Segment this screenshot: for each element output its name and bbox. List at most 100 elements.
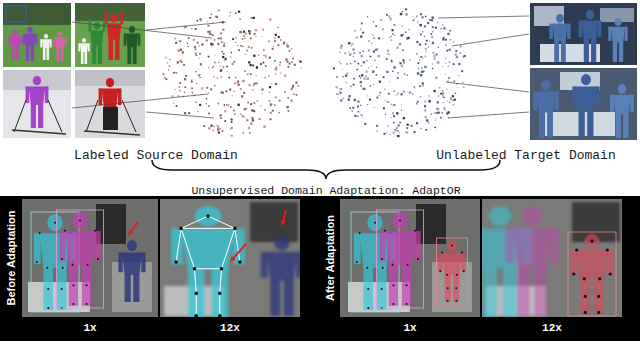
feature-point xyxy=(264,55,266,57)
person-figure xyxy=(608,18,627,62)
feature-point xyxy=(455,54,457,56)
illustration-shape xyxy=(89,20,92,31)
feature-point xyxy=(420,13,422,15)
feature-point xyxy=(424,25,426,27)
keypoint xyxy=(366,267,368,269)
feature-point xyxy=(229,88,231,90)
person-figure xyxy=(533,80,559,138)
feature-point xyxy=(352,107,353,108)
feature-point xyxy=(221,41,223,43)
feature-point xyxy=(184,78,186,80)
illustration-shape xyxy=(445,274,451,302)
feature-point xyxy=(433,52,435,54)
feature-point xyxy=(368,49,370,51)
illustration-shape xyxy=(108,39,113,60)
feature-point xyxy=(454,99,456,101)
target-people xyxy=(533,10,634,138)
feature-point xyxy=(397,72,398,73)
feature-point xyxy=(431,113,433,115)
feature-point xyxy=(228,77,230,79)
feature-point xyxy=(185,75,187,77)
feature-point xyxy=(235,77,236,78)
illustration-shape xyxy=(181,228,235,268)
feature-point xyxy=(355,30,357,32)
feature-point xyxy=(352,107,354,109)
feature-point xyxy=(213,66,214,67)
feature-point xyxy=(175,42,177,44)
feature-point xyxy=(438,47,439,48)
feature-point xyxy=(242,80,244,82)
illustration-shape xyxy=(138,34,141,46)
feature-point xyxy=(432,63,433,64)
zoom-label: 12x xyxy=(542,322,562,334)
feature-point xyxy=(270,104,272,106)
feature-point xyxy=(390,17,392,19)
illustration-shape xyxy=(577,250,608,279)
feature-point xyxy=(172,95,173,96)
feature-point xyxy=(424,36,425,37)
keypoint xyxy=(598,277,601,280)
feature-point xyxy=(442,66,443,67)
illustration-shape xyxy=(188,268,205,317)
keypoint xyxy=(86,284,88,286)
art-group xyxy=(12,76,66,134)
illustration-shape xyxy=(503,268,518,317)
feature-point xyxy=(353,49,355,51)
feature-point xyxy=(184,92,185,93)
illustration-shape xyxy=(598,20,602,37)
feature-point xyxy=(250,17,251,18)
feature-point xyxy=(447,80,449,82)
bounding-box xyxy=(568,232,616,316)
feature-point xyxy=(266,57,267,58)
person-figure xyxy=(8,30,21,60)
feature-point xyxy=(460,53,461,54)
illustration-shape xyxy=(65,37,67,47)
feature-point xyxy=(223,53,225,55)
illustration-shape xyxy=(127,240,137,251)
feature-point xyxy=(442,24,444,26)
feature-point xyxy=(361,74,363,76)
keypoint xyxy=(463,270,465,272)
feature-point xyxy=(284,75,286,77)
illustration-shape xyxy=(354,233,361,264)
feature-point xyxy=(354,115,356,117)
feature-point xyxy=(179,82,181,84)
feature-point xyxy=(278,36,280,38)
feature-point xyxy=(371,43,372,44)
feature-point xyxy=(377,97,379,99)
feature-point xyxy=(436,112,438,114)
art-group xyxy=(533,74,634,138)
feature-point xyxy=(376,67,377,68)
feature-point xyxy=(196,83,197,84)
illustration-shape xyxy=(127,47,131,64)
feature-point xyxy=(425,48,427,50)
feature-point xyxy=(269,100,271,102)
illustration-shape xyxy=(595,86,599,106)
illustration-shape xyxy=(270,280,280,316)
feature-point xyxy=(425,56,427,58)
feature-point xyxy=(210,88,212,90)
feature-point xyxy=(287,45,289,47)
feature-point xyxy=(195,53,197,55)
feature-point xyxy=(432,42,434,44)
feature-point xyxy=(237,104,239,106)
keypoint xyxy=(220,267,224,271)
feature-point xyxy=(412,93,413,94)
illustration-shape xyxy=(82,264,91,306)
feature-point xyxy=(442,39,444,41)
feature-point xyxy=(195,28,197,30)
feature-point xyxy=(354,61,355,62)
feature-point xyxy=(420,56,422,58)
illustration-shape xyxy=(133,274,139,302)
feature-point xyxy=(230,56,231,57)
illustration-shape xyxy=(47,48,50,60)
feature-point xyxy=(403,59,404,60)
feature-point xyxy=(260,105,261,106)
illustration-shape xyxy=(579,20,583,37)
feature-point xyxy=(296,94,298,96)
feature-point xyxy=(248,30,250,32)
feature-point xyxy=(392,71,394,73)
feature-point xyxy=(191,87,193,89)
feature-point xyxy=(424,101,426,103)
feature-point xyxy=(448,77,450,79)
